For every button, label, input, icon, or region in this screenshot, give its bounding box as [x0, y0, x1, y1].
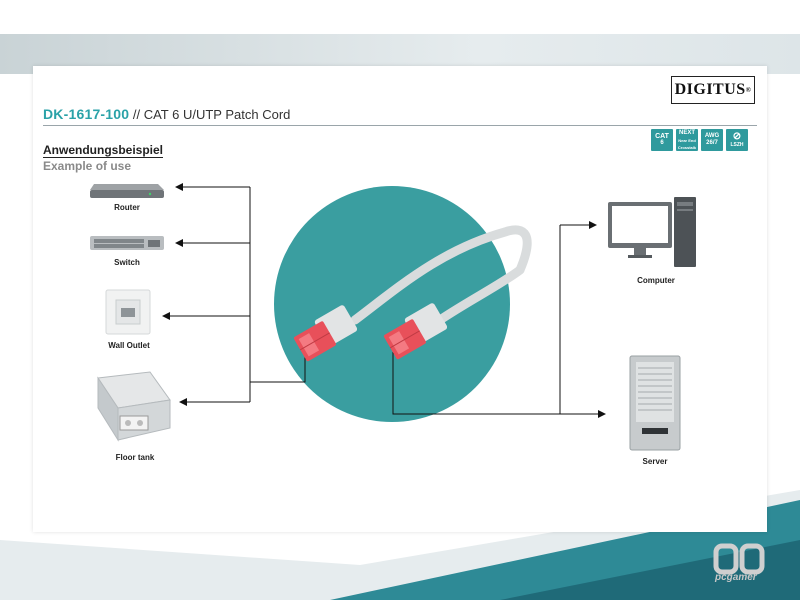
section-subheading: Example of use: [43, 159, 132, 173]
badge-text: CAT: [655, 133, 669, 140]
product-title: DK-1617-100 // CAT 6 U/UTP Patch Cord: [43, 106, 290, 122]
right-connector-lines: [392, 221, 606, 418]
floor-tank-label: Floor tank: [115, 453, 155, 462]
badge-text: 6: [660, 140, 664, 146]
router-icon: [90, 184, 164, 198]
product-description: // CAT 6 U/UTP Patch Cord: [132, 107, 291, 122]
product-code: DK-1617-100: [43, 106, 130, 122]
cat6-badge-icon: CAT 6: [651, 129, 673, 151]
computer-icon: [608, 197, 696, 267]
brand-logo-text: DIGITUS: [674, 81, 746, 98]
header-divider: [43, 125, 757, 126]
computer-label: Computer: [637, 276, 675, 285]
floor-tank-icon: [97, 371, 171, 442]
watermark-logo-icon: [713, 543, 765, 575]
rj45-connector-right-icon: [383, 303, 448, 360]
rj45-connector-left-icon: [293, 305, 358, 362]
switch-label: Switch: [114, 258, 140, 267]
switch-icon: [90, 236, 164, 250]
spec-badges: CAT 6 NEXT Near End Crosstalk AWG 26/7 ⊘…: [651, 129, 748, 151]
brand-logo: DIGITUS®: [671, 76, 755, 104]
badge-text: 26/7: [706, 140, 718, 146]
server-icon: [629, 355, 681, 451]
watermark-text: pcgamer: [715, 572, 757, 583]
next-badge-icon: NEXT Near End Crosstalk: [676, 129, 698, 151]
awg-badge-icon: AWG 26/7: [701, 129, 723, 151]
background-circle: [274, 186, 510, 422]
wall-outlet-label: Wall Outlet: [108, 341, 150, 350]
badge-text: Near End: [678, 137, 696, 143]
no-halogen-icon: ⊘: [732, 130, 742, 142]
registered-mark: ®: [745, 86, 752, 94]
wall-outlet-icon: [105, 289, 151, 335]
patch-cable: [350, 225, 532, 325]
badge-text: Crosstalk: [677, 144, 697, 150]
section-heading: Anwendungsbeispiel: [43, 143, 164, 158]
lszh-badge-icon: ⊘ LSZH: [726, 129, 748, 151]
badge-text: LSZH: [730, 141, 744, 148]
badge-text: NEXT: [678, 129, 695, 136]
router-label: Router: [114, 203, 140, 212]
left-connector-lines: [162, 183, 306, 406]
badge-text: AWG: [704, 133, 720, 139]
server-label: Server: [642, 457, 668, 466]
